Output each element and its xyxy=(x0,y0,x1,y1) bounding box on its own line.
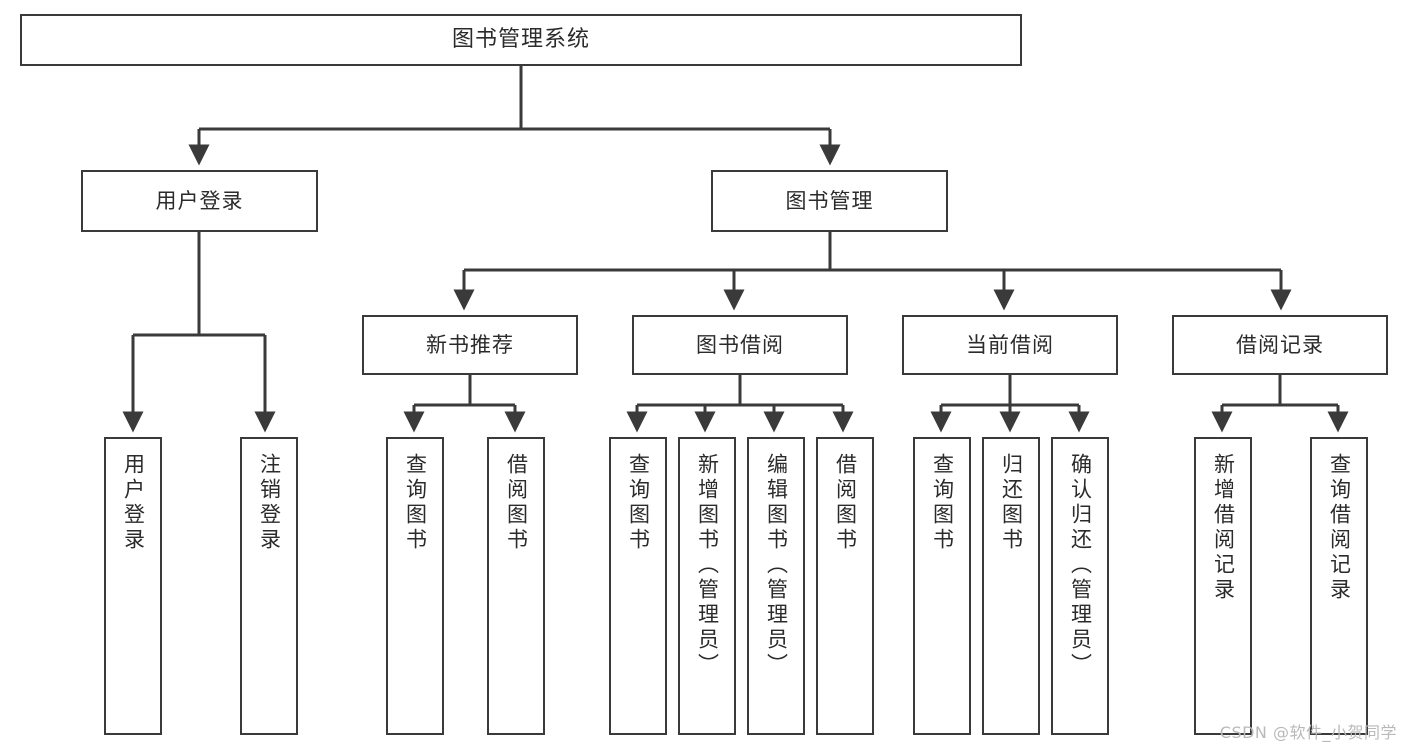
node-label: 编辑图书（管理员） xyxy=(764,453,789,678)
node-label: 当前借阅 xyxy=(966,332,1054,357)
node-leaf-query-book-1[interactable]: 查询图书 xyxy=(386,437,444,735)
node-label: 借阅图书 xyxy=(504,453,529,553)
node-leaf-edit-book[interactable]: 编辑图书（管理员） xyxy=(747,437,805,735)
node-label: 归还图书 xyxy=(999,453,1024,553)
node-leaf-user-login[interactable]: 用户登录 xyxy=(104,437,162,735)
node-leaf-logout[interactable]: 注销登录 xyxy=(240,437,298,735)
node-label: 新增图书（管理员） xyxy=(695,453,720,678)
node-label: 查询图书 xyxy=(626,453,651,553)
node-label: 新增借阅记录 xyxy=(1211,453,1236,603)
node-label: 用户登录 xyxy=(121,453,146,553)
node-label: 查询图书 xyxy=(403,453,428,553)
node-borrow-record[interactable]: 借阅记录 xyxy=(1172,315,1388,375)
node-leaf-add-record[interactable]: 新增借阅记录 xyxy=(1194,437,1252,735)
node-label: 新书推荐 xyxy=(426,332,514,357)
node-leaf-query-book-3[interactable]: 查询图书 xyxy=(913,437,971,735)
node-current-borrow[interactable]: 当前借阅 xyxy=(902,315,1118,375)
node-label: 图书管理 xyxy=(785,188,874,213)
node-label: 图书管理系统 xyxy=(451,27,590,53)
node-leaf-query-record[interactable]: 查询借阅记录 xyxy=(1310,437,1368,735)
node-label: 图书借阅 xyxy=(696,332,784,357)
node-leaf-add-book[interactable]: 新增图书（管理员） xyxy=(678,437,736,735)
node-leaf-confirm-return[interactable]: 确认归还（管理员） xyxy=(1051,437,1109,735)
node-label: 查询图书 xyxy=(930,453,955,553)
node-leaf-borrow-book-2[interactable]: 借阅图书 xyxy=(816,437,874,735)
node-leaf-query-book-2[interactable]: 查询图书 xyxy=(609,437,667,735)
node-book-manage[interactable]: 图书管理 xyxy=(711,170,948,232)
node-user-login[interactable]: 用户登录 xyxy=(81,170,318,232)
node-label: 确认归还（管理员） xyxy=(1068,453,1093,678)
node-leaf-return-book[interactable]: 归还图书 xyxy=(982,437,1040,735)
node-leaf-borrow-book-1[interactable]: 借阅图书 xyxy=(487,437,545,735)
node-label: 用户登录 xyxy=(155,188,244,213)
node-root-book-management-system[interactable]: 图书管理系统 xyxy=(20,14,1022,66)
node-new-book-recommend[interactable]: 新书推荐 xyxy=(362,315,578,375)
node-label: 注销登录 xyxy=(257,453,282,553)
node-label: 借阅图书 xyxy=(833,453,858,553)
node-label: 借阅记录 xyxy=(1236,332,1324,357)
node-label: 查询借阅记录 xyxy=(1327,453,1352,603)
node-book-borrow[interactable]: 图书借阅 xyxy=(632,315,848,375)
